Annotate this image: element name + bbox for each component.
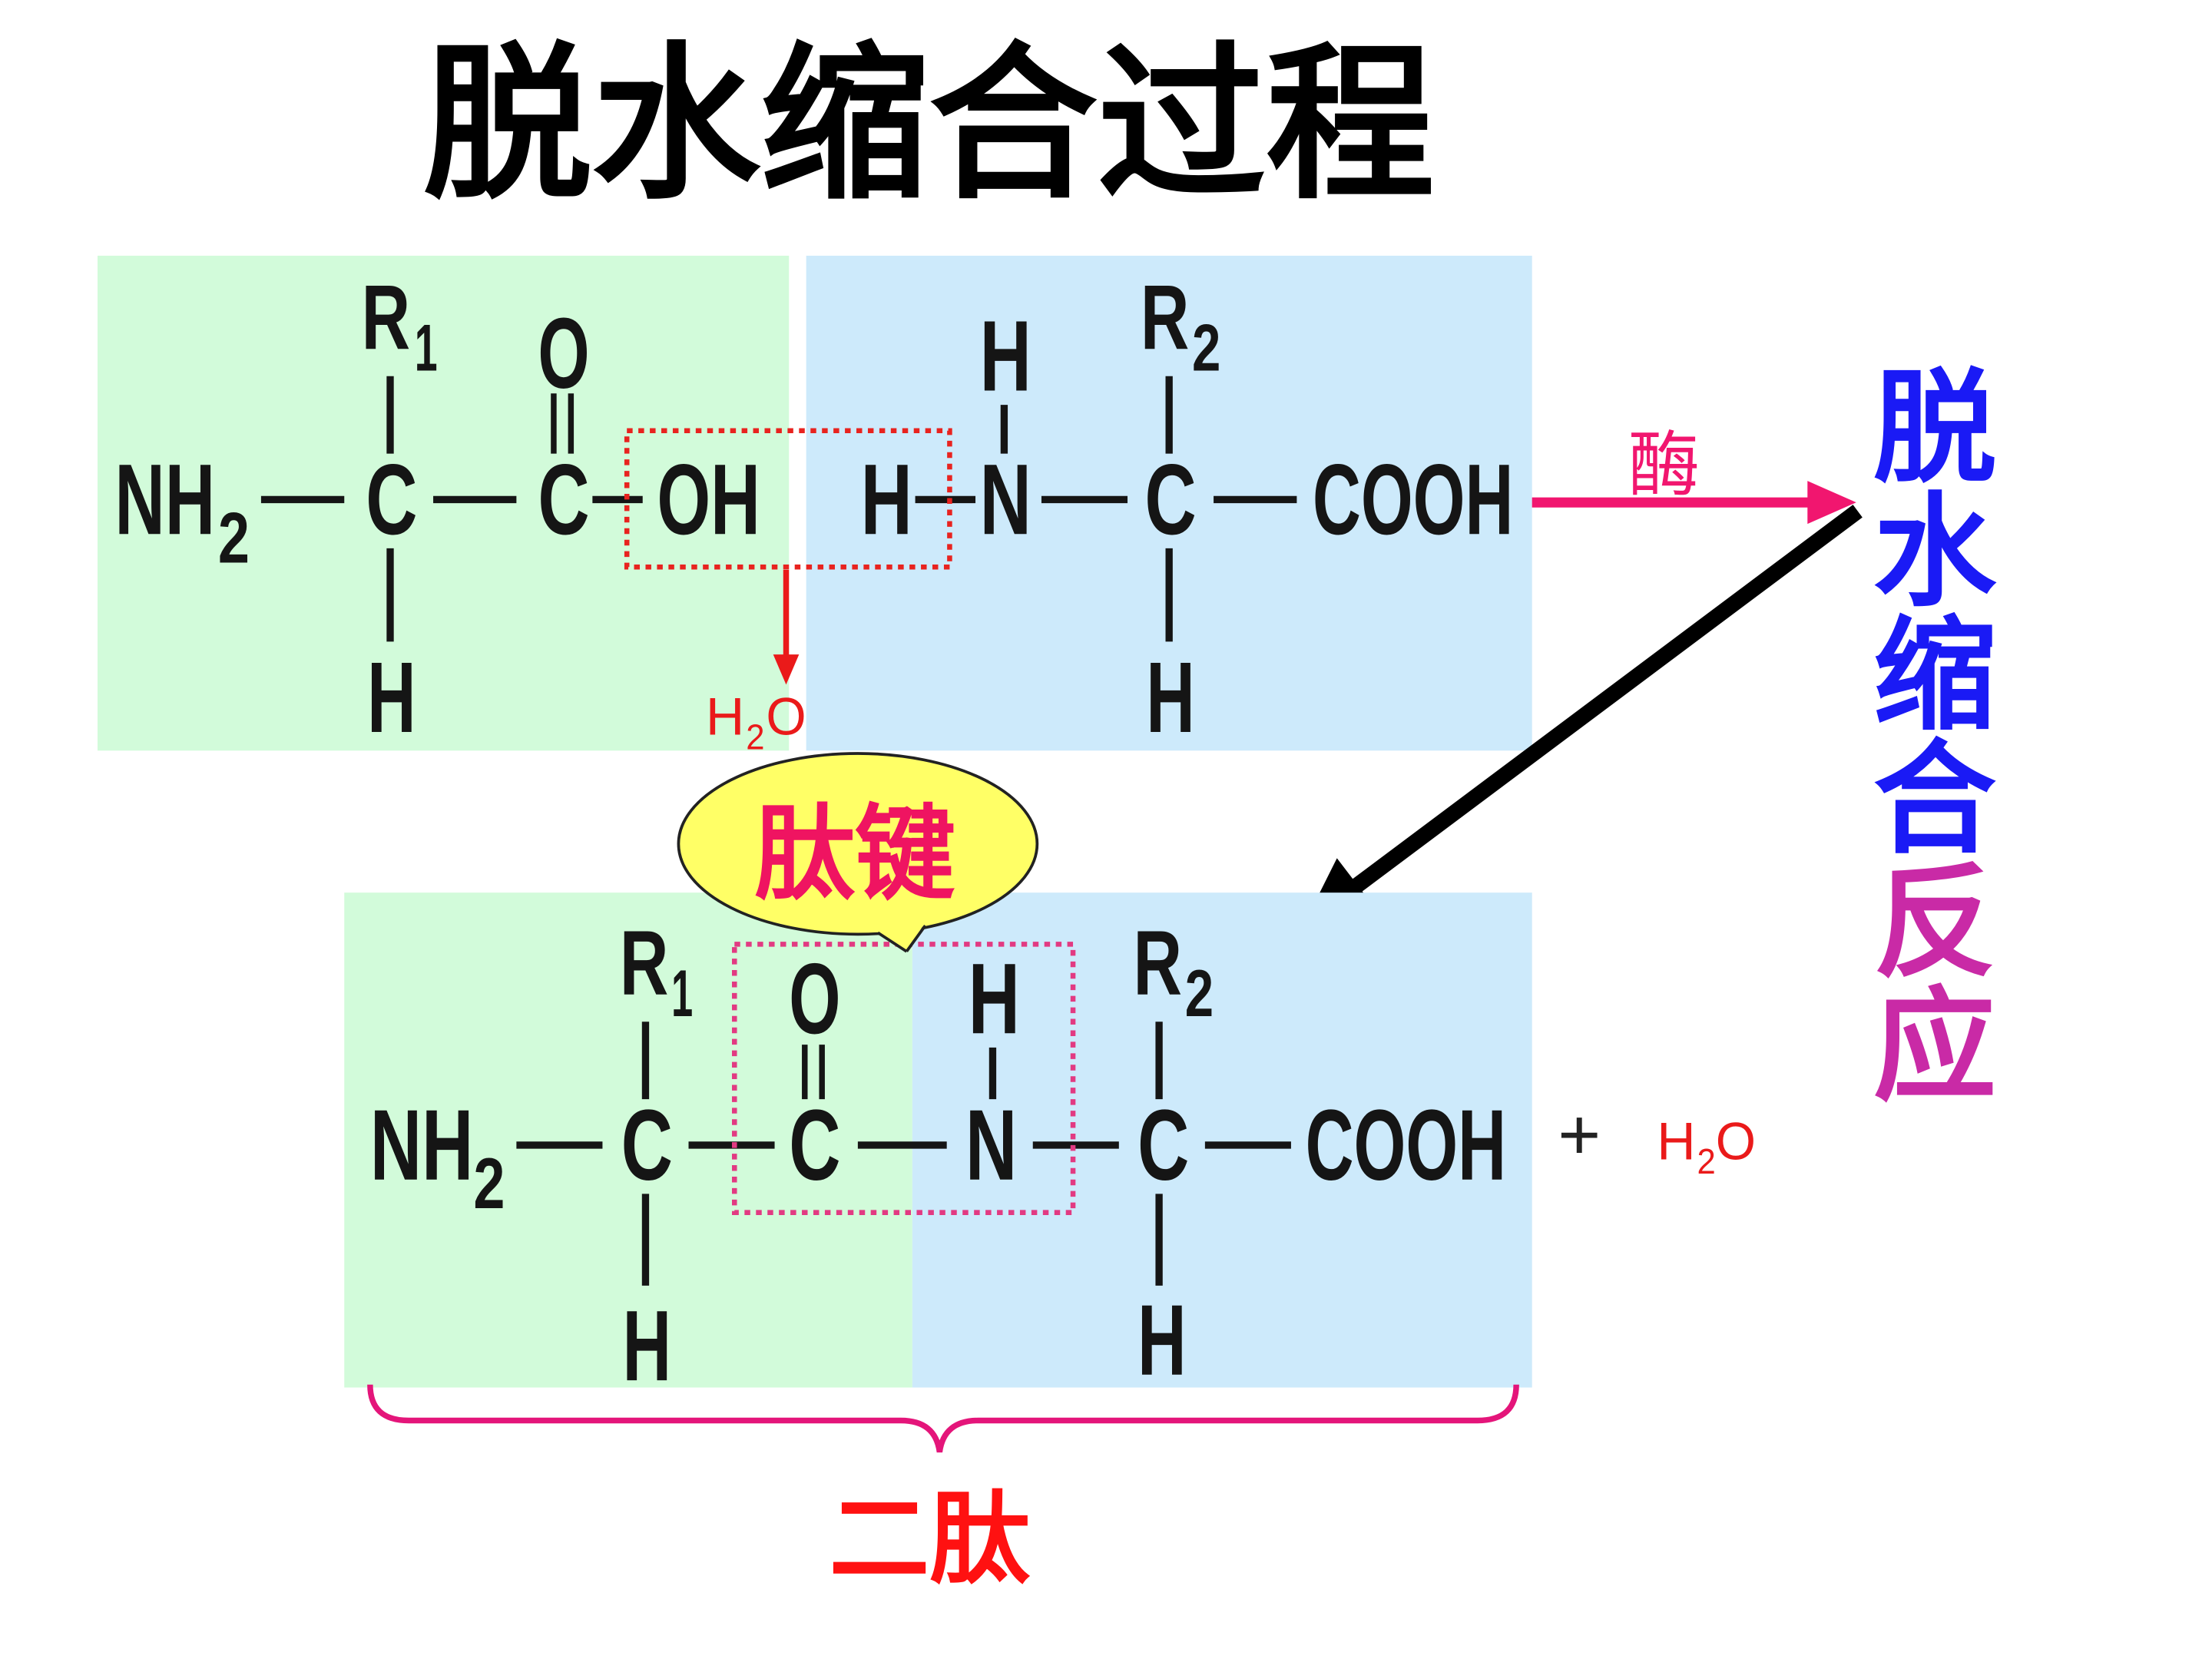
page-title: 脱水缩合过程 <box>423 27 1435 223</box>
removed-water-formula: H 2 O <box>706 687 806 757</box>
alpha-carbon-1-label: C <box>621 1089 673 1201</box>
plus-sign: + <box>1558 1094 1601 1175</box>
dipeptide-formula: NH 2 C C N C COOH R 1 H O H R 2 H <box>370 912 1506 1402</box>
dipeptide-label: 二肽 <box>830 1481 1031 1598</box>
alpha-carbon-label: C <box>1144 443 1196 555</box>
amino-hydrogen-label: H <box>861 443 912 555</box>
r-group-subscript: 1 <box>415 311 438 385</box>
callout-bubble <box>677 752 1039 936</box>
water-oxygen: O <box>766 687 806 747</box>
dipeptide-part-1-background <box>344 892 912 1388</box>
water-release-arrow-head <box>773 654 800 685</box>
alpha-hydrogen-2-label: H <box>1137 1284 1187 1396</box>
byproduct-water: + H 2 O <box>1558 1094 1756 1182</box>
callout-tail-edge-left <box>877 931 908 953</box>
water-hydrogen: H <box>1657 1111 1695 1171</box>
alpha-hydrogen-label: H <box>1146 641 1195 753</box>
water-hydrogen: H <box>706 687 744 747</box>
alpha-hydrogen-1-label: H <box>623 1290 672 1402</box>
amino-group-label: NH <box>370 1089 473 1201</box>
amino-group-label: NH <box>114 443 215 555</box>
alpha-carbon-2-label: C <box>1137 1089 1189 1201</box>
carboxyl-group-label: COOH <box>1306 1089 1506 1201</box>
water-oxygen: O <box>1716 1111 1756 1171</box>
r-group-1-label: R <box>620 912 669 1015</box>
reaction-name-label: 脱水缩合反应 <box>1853 363 1996 1104</box>
amide-nitrogen-label: N <box>965 1089 1017 1201</box>
carbonyl-carbon-label: C <box>789 1089 840 1201</box>
alpha-carbon-label: C <box>366 443 417 555</box>
r-group-subscript: 2 <box>1192 311 1220 385</box>
product-arrow-shaft <box>1346 505 1863 896</box>
hydroxyl-label: OH <box>657 443 760 555</box>
amino-top-hydrogen-label: H <box>980 300 1031 412</box>
r-group-2-label: R <box>1133 912 1182 1015</box>
r-group-1-subscript: 1 <box>671 957 693 1031</box>
dipeptide-brace <box>367 1384 1519 1453</box>
water-subscript: 2 <box>1697 1141 1715 1181</box>
amino-group-subscript: 2 <box>218 498 250 578</box>
amide-hydrogen-label: H <box>969 942 1020 1055</box>
r-group-2-subscript: 2 <box>1185 957 1214 1031</box>
carboxyl-carbon-label: C <box>538 443 589 555</box>
amino-nitrogen-label: N <box>980 443 1031 555</box>
water-subscript: 2 <box>746 717 764 757</box>
carbonyl-oxygen-label: O <box>538 297 589 409</box>
enzyme-label: 酶 <box>1628 423 1700 507</box>
alpha-hydrogen-label: H <box>367 641 416 753</box>
callout-tail-edge-right <box>905 925 927 952</box>
peptide-bond-box <box>731 942 1076 1215</box>
reaction-label: 反应 <box>1853 857 1996 1104</box>
amino-acid-2: H N C COOH H R 2 H <box>861 267 1514 753</box>
dipeptide-part-2-background <box>912 892 1532 1388</box>
r-group-label: R <box>1141 267 1190 369</box>
removed-group-box <box>624 428 952 570</box>
r-group-label: R <box>362 267 411 369</box>
callout-tail-fill <box>872 916 930 952</box>
peptide-bond-callout: 肽键 <box>677 752 1039 953</box>
enzyme-arrow-head <box>1807 481 1856 525</box>
carboxyl-group-label: COOH <box>1313 443 1513 555</box>
dehydration-label: 脱水缩合 <box>1853 363 1996 857</box>
amino-group-subscript: 2 <box>473 1143 505 1224</box>
peptide-bond-label: 肽键 <box>754 793 955 914</box>
carbonyl-oxygen-label: O <box>789 942 840 1055</box>
amino-acid-1: NH 2 C C OH R 1 H O <box>114 267 760 753</box>
